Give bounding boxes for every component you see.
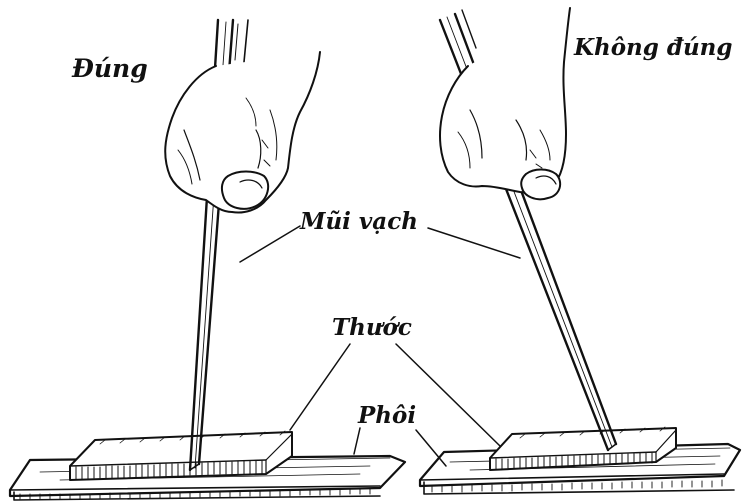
hand-right bbox=[440, 8, 570, 199]
leader-tip-left bbox=[240, 226, 300, 262]
leader-ruler-right bbox=[396, 344, 500, 446]
leader-ruler-left bbox=[290, 344, 350, 430]
label-scriber-tip: Mũi vạch bbox=[300, 210, 418, 233]
label-correct: Đúng bbox=[72, 56, 148, 81]
label-incorrect: Không đúng bbox=[574, 36, 732, 59]
hand-left bbox=[165, 52, 320, 213]
leader-lines bbox=[240, 226, 520, 466]
leader-tip-right bbox=[428, 228, 520, 258]
leader-blank-left bbox=[354, 428, 360, 454]
leader-blank-right bbox=[416, 430, 446, 466]
ruler-left bbox=[70, 431, 292, 480]
label-ruler: Thước bbox=[332, 316, 412, 339]
label-workpiece: Phôi bbox=[358, 404, 416, 427]
